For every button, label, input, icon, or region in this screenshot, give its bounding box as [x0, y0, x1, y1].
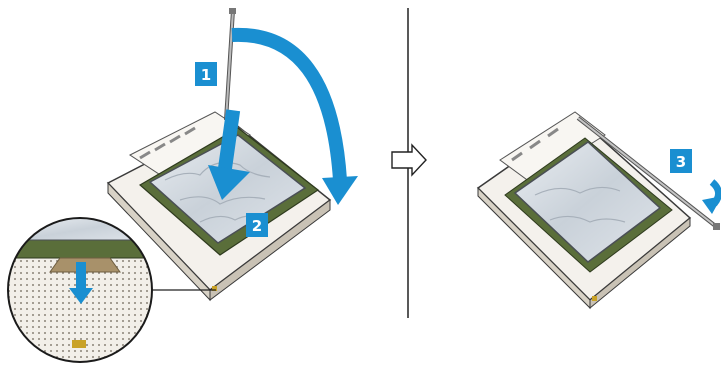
- right-step-illustration: 3: [476, 111, 721, 310]
- callout-1: 1: [195, 62, 217, 86]
- socket-lever: [224, 8, 236, 121]
- zoom-inset-icon: [7, 217, 153, 363]
- left-step-illustration: 1 2: [106, 8, 358, 302]
- insert-down-arrow-icon: [208, 109, 250, 200]
- callout-3-label: 3: [676, 153, 686, 171]
- rotation-arrow-icon: [231, 27, 358, 205]
- callout-1-label: 1: [201, 66, 211, 84]
- next-step-arrow-icon: [391, 143, 427, 177]
- callout-2: 2: [246, 213, 268, 237]
- callout-3: 3: [670, 149, 692, 173]
- processor-seated: [513, 141, 662, 263]
- callout-2-label: 2: [252, 217, 262, 235]
